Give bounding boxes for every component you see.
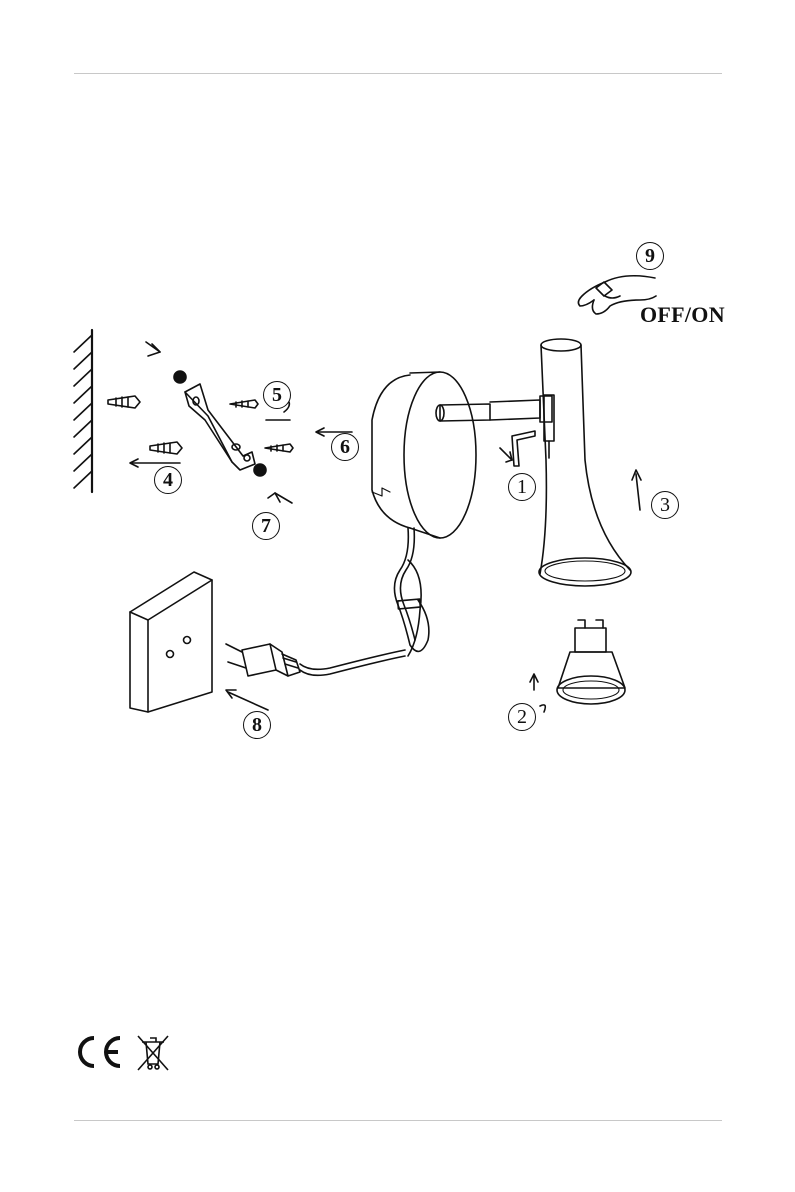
mounting-bracket (185, 384, 255, 470)
step-8-marker: 8 (243, 711, 271, 739)
wall-plug-icon (108, 396, 140, 408)
hex-key-icon (500, 431, 535, 466)
power-cable (300, 528, 429, 675)
compliance-marks (72, 1030, 172, 1074)
step-1-marker: 1 (508, 473, 536, 501)
rotation-arrow (540, 705, 545, 712)
step-3-marker: 3 (651, 491, 679, 519)
bracket-screw-icon (146, 342, 186, 383)
wood-screw-icon (230, 400, 258, 408)
step-6-marker: 6 (331, 433, 359, 461)
step-2-marker: 2 (508, 703, 536, 731)
bracket-screw-icon (254, 464, 292, 503)
lamp-arm (436, 396, 552, 422)
step-4-marker: 4 (154, 466, 182, 494)
arrow-step-8 (228, 692, 268, 710)
wall-plug-icon (150, 442, 182, 454)
arrow-step-3 (636, 474, 640, 510)
wall-hatching (74, 330, 92, 492)
wood-screw-icon (265, 444, 293, 452)
rotation-arrow (530, 674, 538, 690)
gu10-bulb-icon (557, 620, 625, 704)
switch-label: OFF/ON (640, 302, 725, 328)
step-9-marker: 9 (636, 242, 664, 270)
step-7-marker: 7 (252, 512, 280, 540)
euro-plug-icon (226, 644, 300, 676)
wall-socket (130, 572, 212, 712)
ce-mark-icon (80, 1038, 120, 1066)
weee-crossed-bin-icon (138, 1036, 168, 1070)
lamp-wall-base (372, 372, 476, 538)
spotlight-shade (539, 339, 631, 586)
step-5-marker: 5 (263, 381, 291, 409)
